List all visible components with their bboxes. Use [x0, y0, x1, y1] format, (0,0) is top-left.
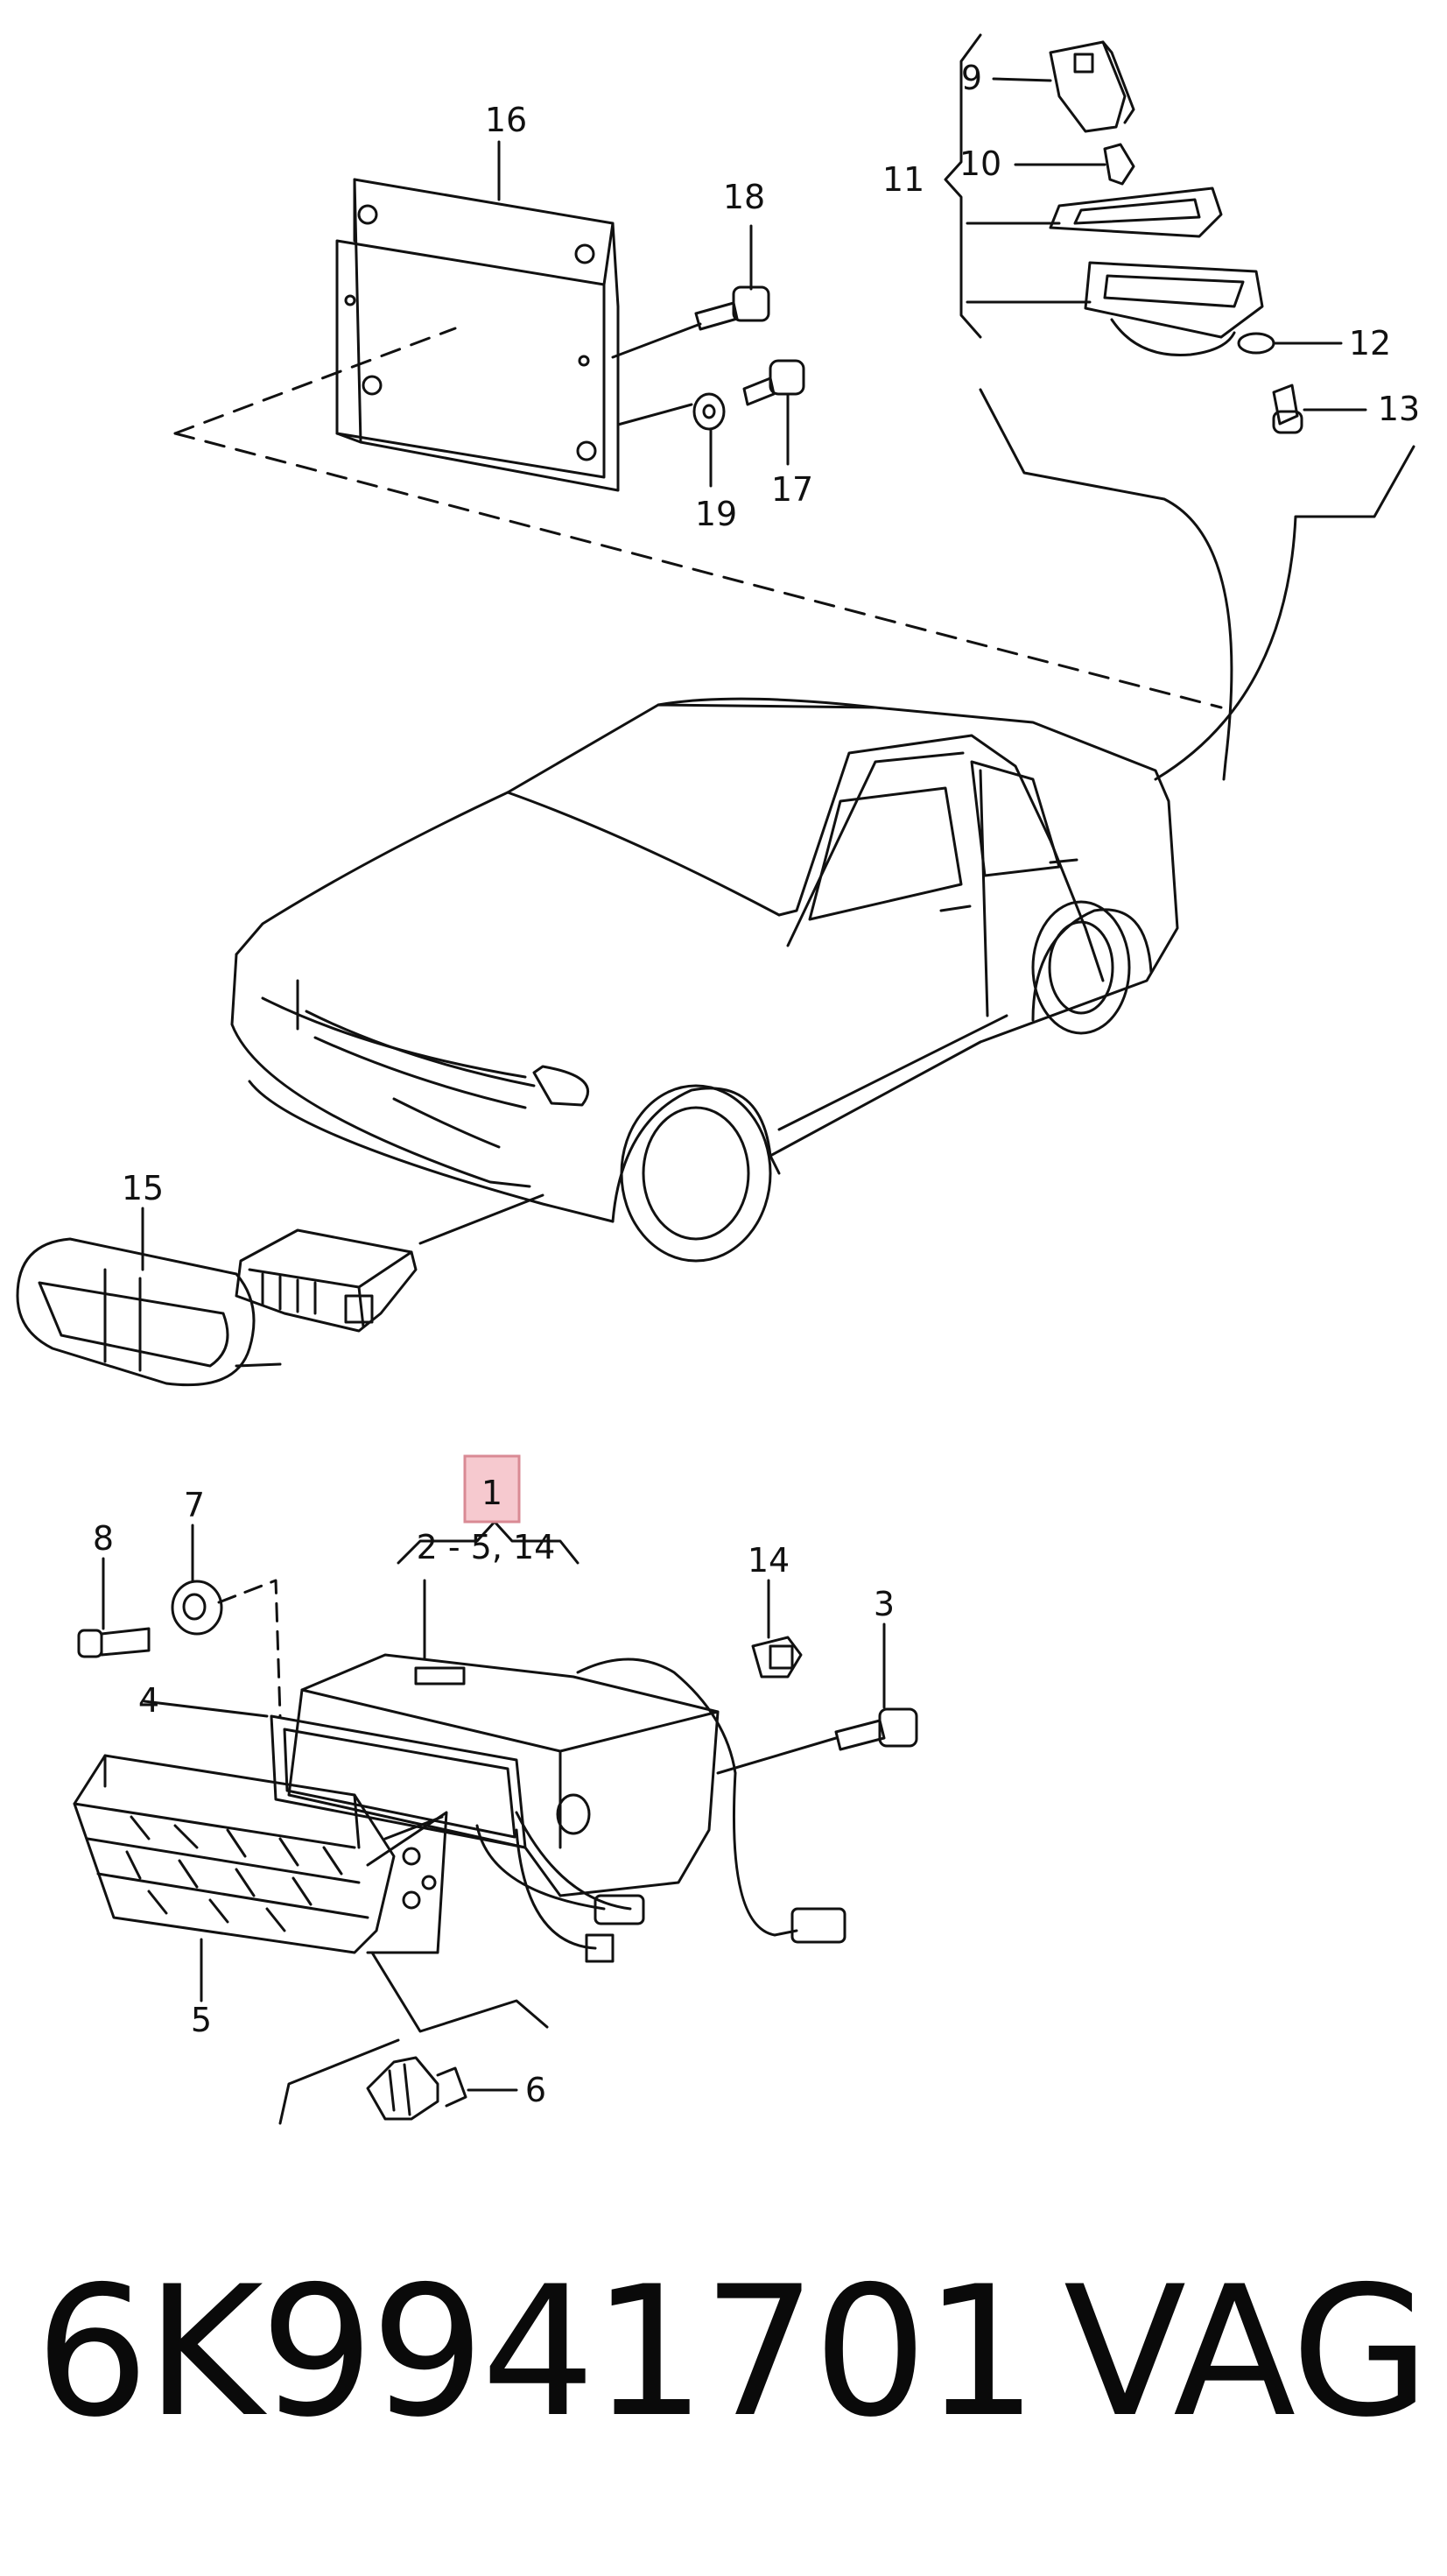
part-number: 6K9941701	[35, 2249, 1038, 2457]
bracket-plate	[335, 178, 620, 492]
brand-name: VAG	[1064, 2249, 1430, 2457]
fog-lamp-lens-5	[73, 1754, 448, 1954]
fog-lamp-housing	[270, 1653, 737, 1897]
lens-gasket	[1049, 187, 1223, 238]
label-8: 8	[93, 1519, 114, 1558]
label-5: 5	[191, 2001, 212, 2039]
bulb-6	[366, 2056, 467, 2121]
bolt-18	[694, 285, 770, 331]
lamp-connector	[235, 1228, 418, 1333]
label-15: 15	[122, 1169, 164, 1207]
seal-12	[1237, 332, 1275, 355]
highlight-box	[463, 1454, 521, 1524]
screw-13	[1272, 384, 1303, 434]
lamp-housing	[1084, 261, 1264, 356]
label-3: 3	[874, 1585, 895, 1623]
label-4: 4	[138, 1681, 159, 1720]
label-7: 7	[184, 1486, 205, 1524]
label-11: 11	[882, 160, 924, 199]
bulb-10	[1103, 143, 1135, 186]
washer-19	[692, 392, 726, 431]
bolt-3	[834, 1707, 918, 1751]
bolt-8	[77, 1627, 151, 1658]
label-12: 12	[1349, 324, 1391, 362]
label-19: 19	[695, 495, 737, 533]
lamp-socket-9	[1049, 40, 1135, 133]
label-13: 13	[1378, 390, 1420, 428]
wiring-harness	[475, 1771, 846, 1963]
label-1: 1	[481, 1474, 502, 1512]
side-lamp-15	[16, 1237, 282, 1387]
label-14: 14	[748, 1541, 790, 1580]
label-6: 6	[525, 2071, 546, 2109]
bolt-17	[742, 359, 805, 406]
label-17: 17	[771, 470, 813, 509]
label-10: 10	[959, 144, 1001, 183]
label-1-range: 2 - 5, 14	[417, 1528, 556, 1566]
adjuster-14	[751, 1636, 803, 1679]
washer-7	[171, 1580, 223, 1636]
label-9: 9	[961, 59, 982, 97]
label-18: 18	[723, 178, 765, 216]
car-body	[230, 697, 1179, 1263]
label-16: 16	[485, 101, 527, 139]
